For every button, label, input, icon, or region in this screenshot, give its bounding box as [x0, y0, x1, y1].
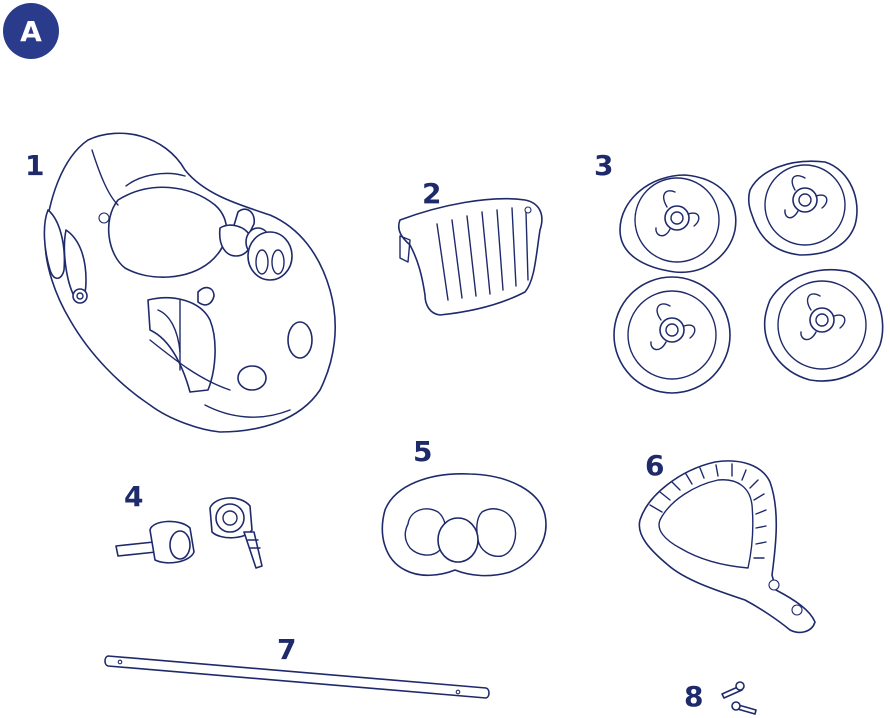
- screws-icon: [722, 682, 756, 714]
- wheels-icon: [614, 161, 883, 393]
- push-bar-icon: [105, 656, 489, 698]
- caster-wheels-icon: [116, 498, 262, 568]
- front-cover-icon: [382, 474, 546, 576]
- car-body-icon: [44, 133, 335, 432]
- seat-panel-icon: [399, 199, 542, 315]
- steering-handle-icon: [639, 461, 815, 632]
